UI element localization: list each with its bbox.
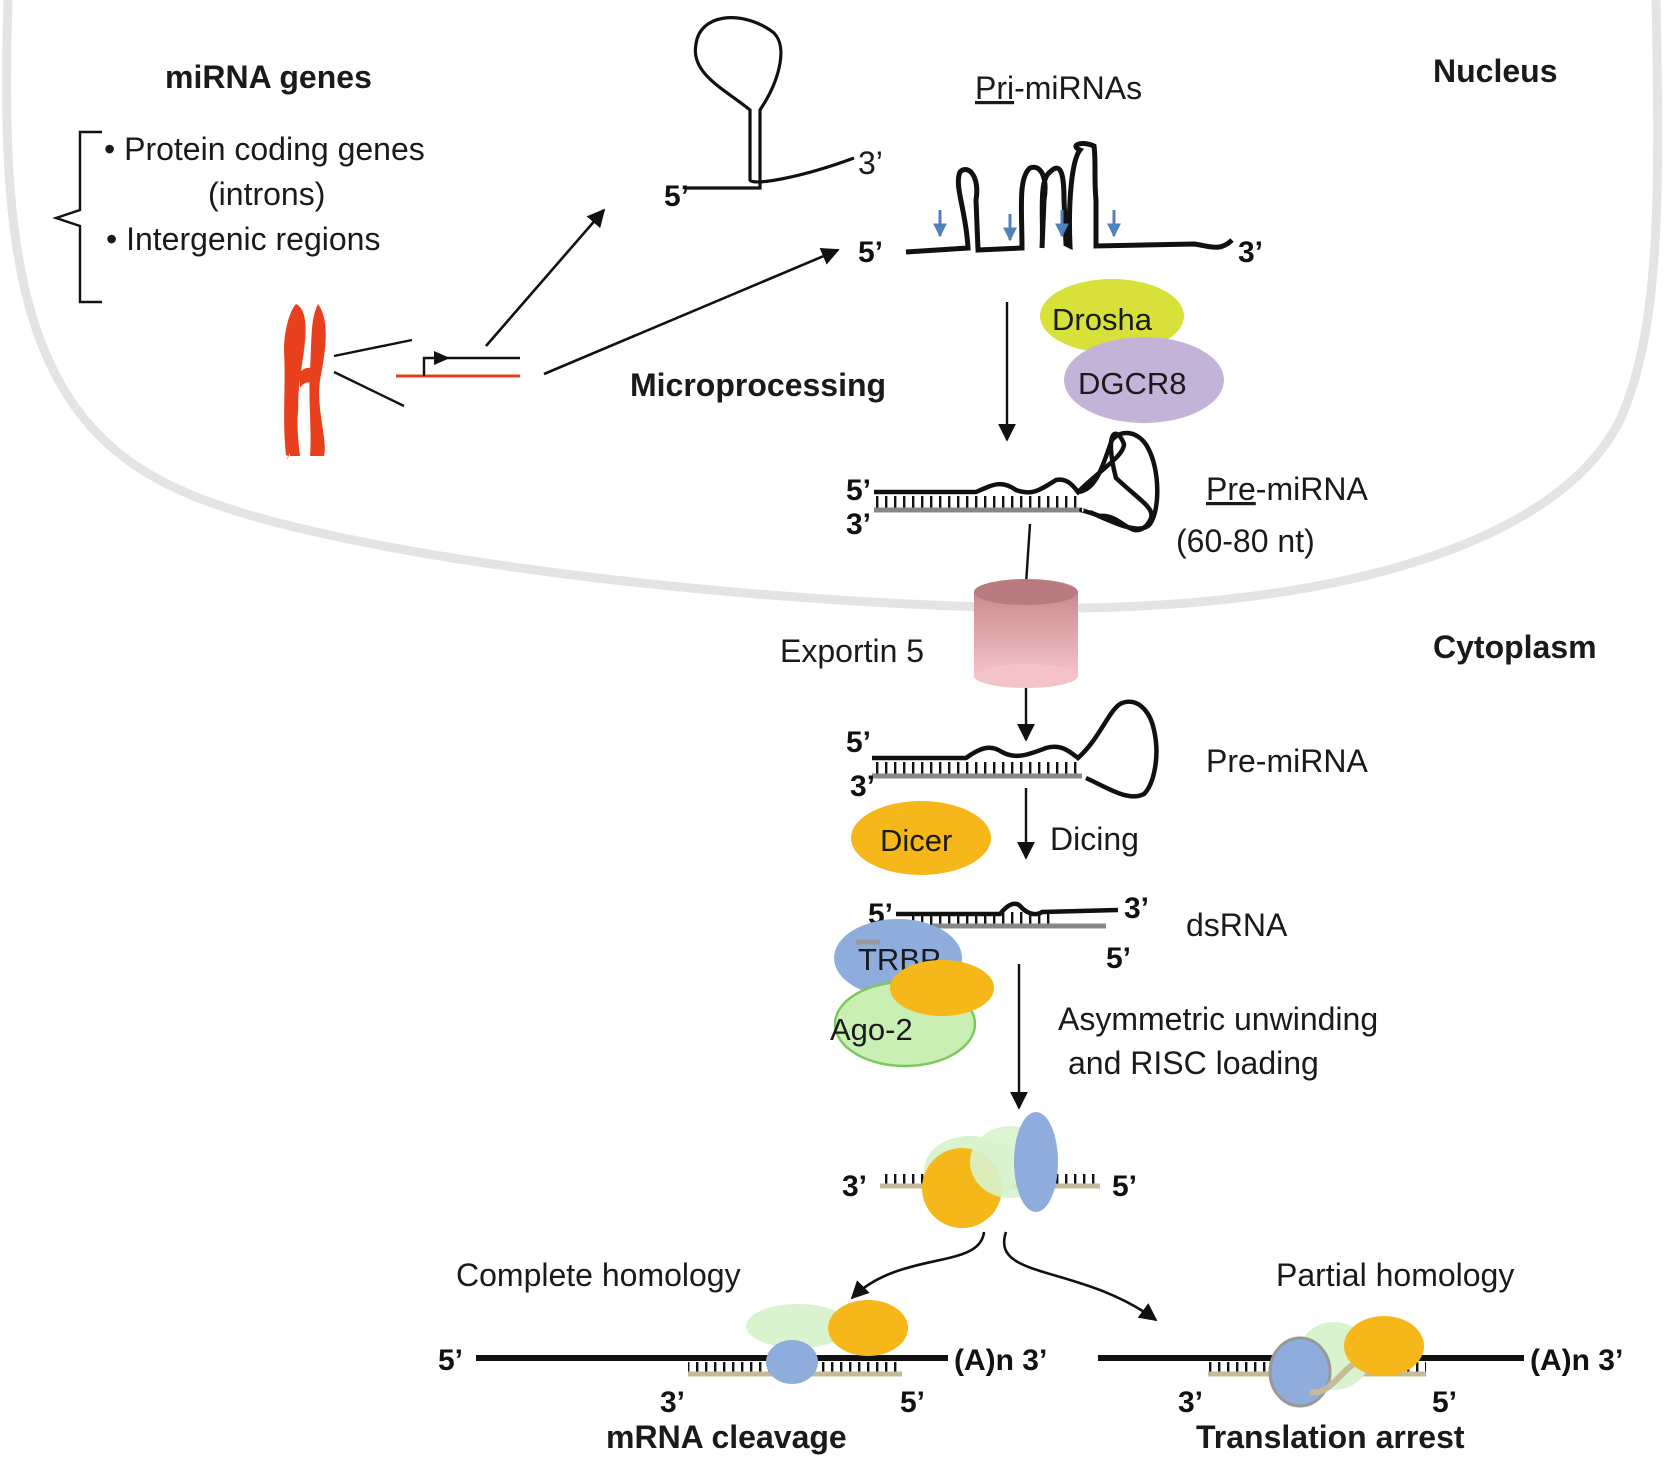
risc-three-label: 3’ <box>842 1170 867 1203</box>
translation-arrest-complex <box>1098 1316 1524 1408</box>
gene-bullet-intergenic: • Intergenic regions <box>106 221 380 257</box>
pre-rest: -miRNA <box>1256 471 1369 507</box>
complete-five-label: 5’ <box>438 1344 463 1377</box>
pri-mirna-strand <box>905 141 1234 255</box>
gene-bullet-introns: (introns) <box>208 176 325 212</box>
dicing-label: Dicing <box>1050 821 1139 857</box>
nuclear-envelope <box>2 0 1663 613</box>
pre-mirna-cytoplasm <box>872 699 1159 799</box>
mrna-cleavage-label: mRNA cleavage <box>606 1419 847 1455</box>
pre-nuclear-label: Pre-miRNA <box>1206 471 1368 507</box>
pre-cyto-label: Pre-miRNA <box>1206 743 1368 779</box>
dgcr8-label: DGCR8 <box>1078 366 1187 401</box>
partial-guide-five: 5’ <box>1432 1386 1457 1419</box>
pre-mirna-nuclear <box>874 430 1160 533</box>
nucleus-label: Nucleus <box>1433 53 1557 89</box>
gene-bullet-protein-coding: • Protein coding genes <box>104 131 425 167</box>
chromosome-icon <box>284 304 326 460</box>
dsrna-duplex <box>896 901 1119 929</box>
dsrna-three-top: 3’ <box>1124 892 1149 925</box>
gene-list-brace <box>52 130 102 304</box>
exportin-label: Exportin 5 <box>780 633 924 669</box>
pri-mirna-label: Pri-miRNAs <box>975 70 1142 106</box>
dicer-protein <box>851 801 991 875</box>
export-line <box>1024 523 1032 585</box>
drosha-cleavage-sites <box>933 210 1121 242</box>
exportin-5-channel <box>974 579 1078 688</box>
complete-tail-label: (A)n 3’ <box>954 1344 1047 1377</box>
ago2-bound-dicer <box>890 960 994 1016</box>
pri-five-label: 5’ <box>858 236 883 269</box>
dicer-label: Dicer <box>880 823 952 858</box>
partial-guide-three: 3’ <box>1178 1386 1203 1419</box>
dsrna-label: dsRNA <box>1186 907 1288 943</box>
risc-five-label: 5’ <box>1112 1170 1137 1203</box>
arrow-to-hairpin <box>485 208 606 347</box>
unwinding-label-line2: and RISC loading <box>1068 1045 1319 1081</box>
pri-three-label: 3’ <box>1238 236 1263 269</box>
pri-underlined: Pri <box>975 70 1014 106</box>
branch-arrow-partial <box>1002 1231 1158 1322</box>
pre-cyto-three-label: 3’ <box>850 770 875 803</box>
risc-complex <box>880 1112 1100 1228</box>
drosha-protein <box>1040 279 1184 353</box>
hairpin-five-label: 5’ <box>664 180 689 213</box>
hairpin-three-label: 3’ <box>858 145 883 181</box>
complete-guide-five: 5’ <box>900 1386 925 1419</box>
gene-locus <box>396 351 520 378</box>
zoom-line-bottom <box>333 370 405 408</box>
pre-nuclear-size: (60-80 nt) <box>1176 523 1315 559</box>
microprocessing-label: Microprocessing <box>630 367 886 403</box>
partial-homology-label: Partial homology <box>1276 1257 1514 1293</box>
cytoplasm-label: Cytoplasm <box>1433 629 1597 665</box>
complete-homology-label: Complete homology <box>456 1257 741 1293</box>
ago2-label: Ago-2 <box>830 1012 913 1047</box>
pre-cyto-five-label: 5’ <box>846 726 871 759</box>
arrow-to-pri-mirna <box>543 248 840 376</box>
drosha-label: Drosha <box>1052 302 1153 337</box>
translation-arrest-label: Translation arrest <box>1196 1419 1465 1455</box>
branch-arrow-complete <box>850 1231 986 1300</box>
pri-rest: -miRNAs <box>1014 70 1142 106</box>
mirna-genes-title: miRNA genes <box>165 59 372 95</box>
hairpin-rna <box>686 16 855 190</box>
unwinding-label-line1: Asymmetric unwinding <box>1058 1001 1378 1037</box>
pre-nuclear-five-label: 5’ <box>846 474 871 507</box>
pre-underlined: Pre <box>1206 471 1256 507</box>
complete-guide-three: 3’ <box>660 1386 685 1419</box>
partial-tail-label: (A)n 3’ <box>1530 1344 1623 1377</box>
mrna-cleavage-complex <box>476 1300 948 1384</box>
pre-nuclear-three-label: 3’ <box>846 508 871 541</box>
dsrna-five-bottom: 5’ <box>1106 942 1131 975</box>
zoom-line-top <box>333 338 413 358</box>
dgcr8-protein <box>1064 337 1224 423</box>
